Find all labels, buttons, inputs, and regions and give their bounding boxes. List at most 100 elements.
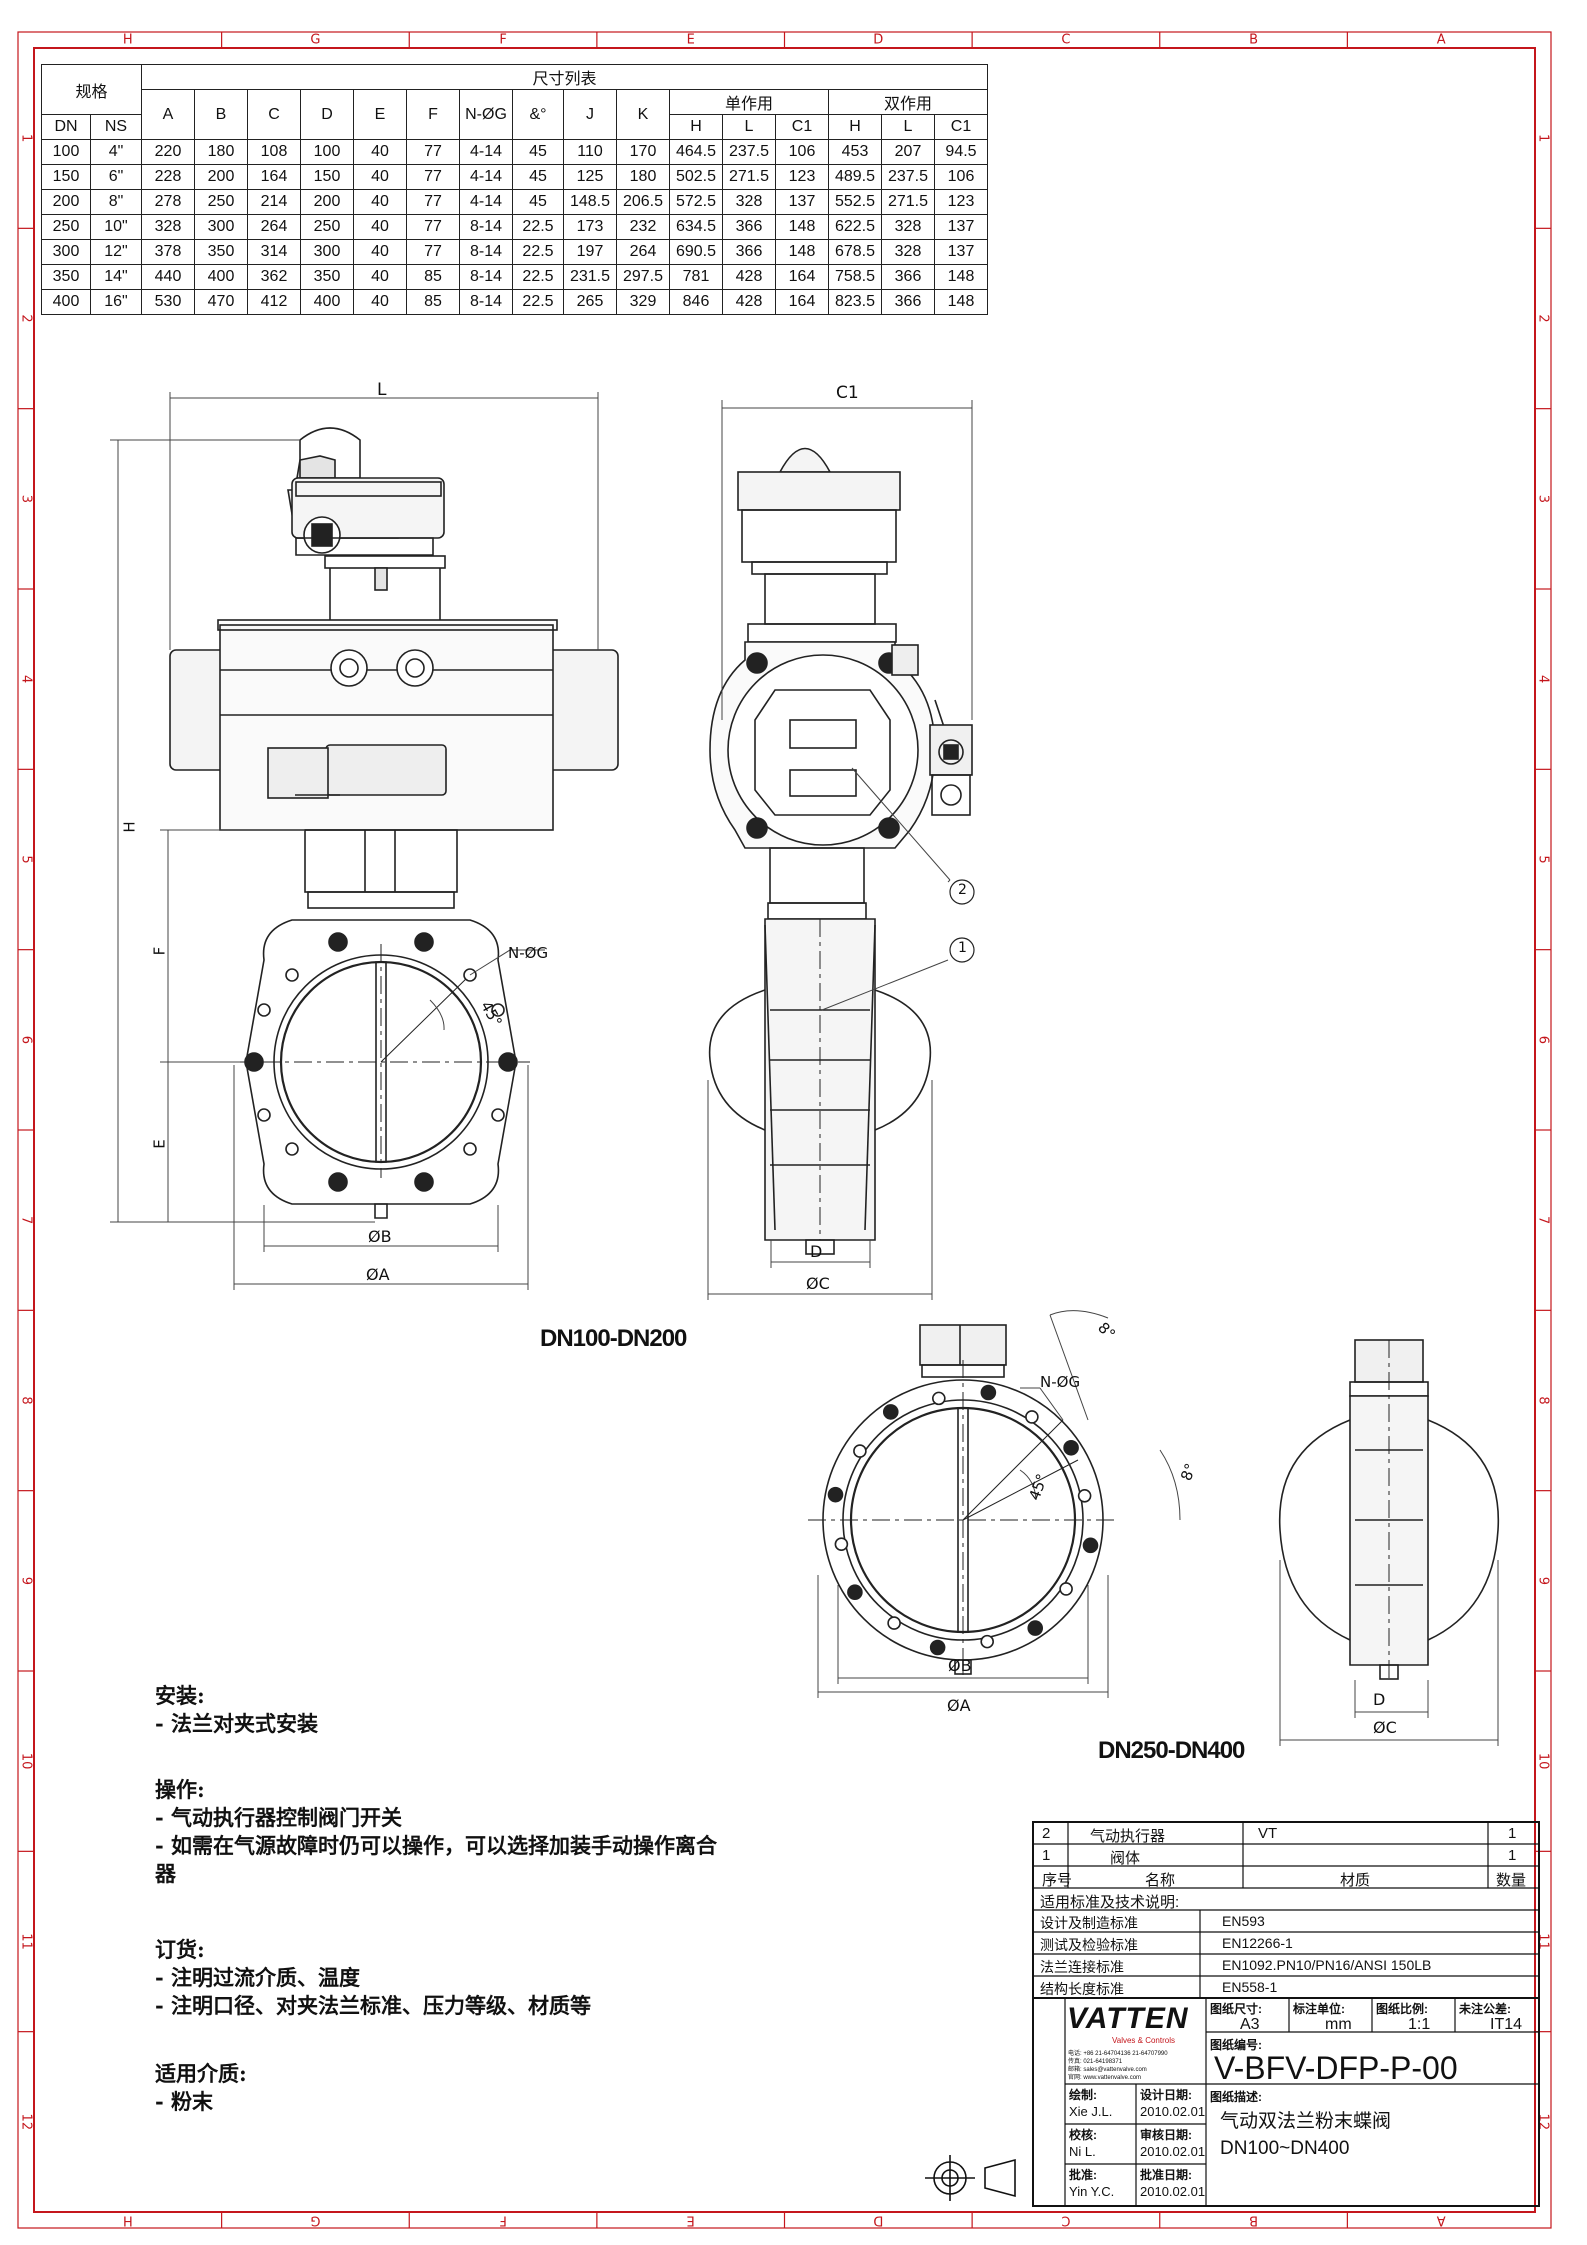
- table-column-header: H: [669, 114, 723, 140]
- flange-bolt-hole: [1027, 1620, 1044, 1636]
- flange-bolt-hole: [834, 1537, 849, 1551]
- flange-bolt-hole: [980, 1384, 997, 1401]
- table-cell: 16": [90, 289, 142, 315]
- table-cell: 350: [300, 264, 354, 290]
- border-zone-label: 1: [1536, 134, 1551, 142]
- table-cell: 328: [141, 214, 195, 240]
- balloon-2-label: 2: [958, 882, 967, 898]
- company-fax: 传真: 021-64198371: [1068, 2059, 1123, 2065]
- dim-label-A: ØA: [366, 1265, 390, 1284]
- table-cell: 12": [90, 239, 142, 265]
- table-cell: 502.5: [669, 164, 723, 190]
- table-cell: 150: [41, 164, 91, 190]
- table-cell: 148: [934, 264, 988, 290]
- border-zone-label: 10: [1536, 1753, 1551, 1770]
- description-label: 图纸描述:: [1210, 2090, 1262, 2104]
- table-cell: 8-14: [459, 214, 513, 240]
- table-cell: 77: [406, 239, 460, 265]
- std-length-value: EN558-1: [1222, 1979, 1278, 1995]
- drawing-no: V-BFV-DFP-P-00: [1214, 2050, 1458, 2086]
- table-cell: 328: [881, 214, 935, 240]
- table-cell: 164: [775, 289, 829, 315]
- dim-label-E: E: [150, 1139, 169, 1149]
- border-zone-label: 6: [1536, 1036, 1551, 1044]
- table-cell: 85: [406, 289, 460, 315]
- table-cell: 197: [563, 239, 617, 265]
- table-cell: 300: [300, 239, 354, 265]
- table-cell: 4-14: [459, 164, 513, 190]
- dim-label-C: ØC: [806, 1274, 830, 1293]
- table-cell: 200: [41, 189, 91, 215]
- table-cell: 489.5: [828, 164, 882, 190]
- flange-bolt-hole: [887, 1616, 901, 1630]
- table-cell: 823.5: [828, 289, 882, 315]
- note-heading: 操作:: [155, 1777, 205, 1802]
- table-cell: 125: [563, 164, 617, 190]
- table-cell: 572.5: [669, 189, 723, 215]
- border-zone-label: H: [123, 2213, 133, 2228]
- border-zone-label: A: [1437, 33, 1446, 48]
- table-column-header: C1: [775, 114, 829, 140]
- table-cell: 137: [934, 239, 988, 265]
- dim-label-D-large: D: [1373, 1690, 1386, 1709]
- table-cell: 412: [247, 289, 301, 315]
- table-column-header: J: [563, 89, 617, 140]
- border-zone-label: C: [1061, 33, 1070, 48]
- table-cell: 231.5: [563, 264, 617, 290]
- border-zone-label: 11: [1536, 1933, 1551, 1950]
- notes-install: 安装: - 法兰对夹式安装: [155, 1682, 318, 1738]
- table-column-header: N-ØG: [459, 89, 513, 140]
- table-group-header: 尺寸列表: [141, 64, 988, 90]
- dim-label-NG-large: N-ØG: [1040, 1373, 1081, 1391]
- border-zone-label: D: [873, 2213, 883, 2228]
- checked-label: 校核:: [1069, 2128, 1097, 2142]
- border-zone-label: 5: [19, 855, 34, 863]
- company-web: 官网: www.vattenvalve.com: [1068, 2075, 1142, 2081]
- drawn-label: 绘制:: [1069, 2088, 1097, 2102]
- border-zone-label: 6: [19, 1036, 34, 1044]
- table-cell: 300: [41, 239, 91, 265]
- table-cell: 552.5: [828, 189, 882, 215]
- border-zone-label: 12: [19, 2114, 34, 2131]
- table-cell: 14": [90, 264, 142, 290]
- table-cell: 164: [247, 164, 301, 190]
- table-column-header: F: [406, 89, 460, 140]
- drawn-by: Xie J.L.: [1069, 2104, 1113, 2119]
- table-cell: 228: [141, 164, 195, 190]
- scale-label: 图纸比例:: [1376, 2002, 1428, 2016]
- border-zone-label: G: [310, 2213, 320, 2228]
- table-cell: 40: [353, 214, 407, 240]
- table-cell: 45: [512, 139, 564, 165]
- bom-row-2-material: VT: [1258, 1825, 1278, 1842]
- bom-row-2-qty: 1: [1508, 1825, 1517, 1842]
- table-cell: 148.5: [563, 189, 617, 215]
- tolerance-value: IT14: [1490, 2016, 1523, 2033]
- note-line: 器: [155, 1861, 176, 1886]
- std-test-value: EN12266-1: [1222, 1935, 1293, 1951]
- table-cell: 123: [934, 189, 988, 215]
- note-heading: 订货:: [155, 1937, 205, 1962]
- table-cell: 264: [247, 214, 301, 240]
- table-cell: 123: [775, 164, 829, 190]
- table-cell: 470: [194, 289, 248, 315]
- note-line: - 气动执行器控制阀门开关: [155, 1805, 403, 1830]
- table-cell: 428: [722, 289, 776, 315]
- unit-label: 标注单位:: [1293, 2002, 1345, 2016]
- table-cell: 428: [722, 264, 776, 290]
- dim-label-D: D: [810, 1242, 823, 1261]
- table-cell: 148: [775, 239, 829, 265]
- table-cell: 170: [616, 139, 670, 165]
- approve-date-label: 批准日期:: [1140, 2168, 1192, 2182]
- bom-header-no: 序号: [1042, 1872, 1073, 1889]
- table-column-header: C1: [934, 114, 988, 140]
- balloon-1-label: 1: [958, 940, 967, 956]
- table-cell: 45: [512, 164, 564, 190]
- table-column-header: A: [141, 89, 195, 140]
- bom-row-2-name: 气动执行器: [1090, 1828, 1166, 1845]
- size-value: A3: [1240, 2016, 1260, 2033]
- flange-bolt-hole: [932, 1391, 946, 1406]
- table-cell: 440: [141, 264, 195, 290]
